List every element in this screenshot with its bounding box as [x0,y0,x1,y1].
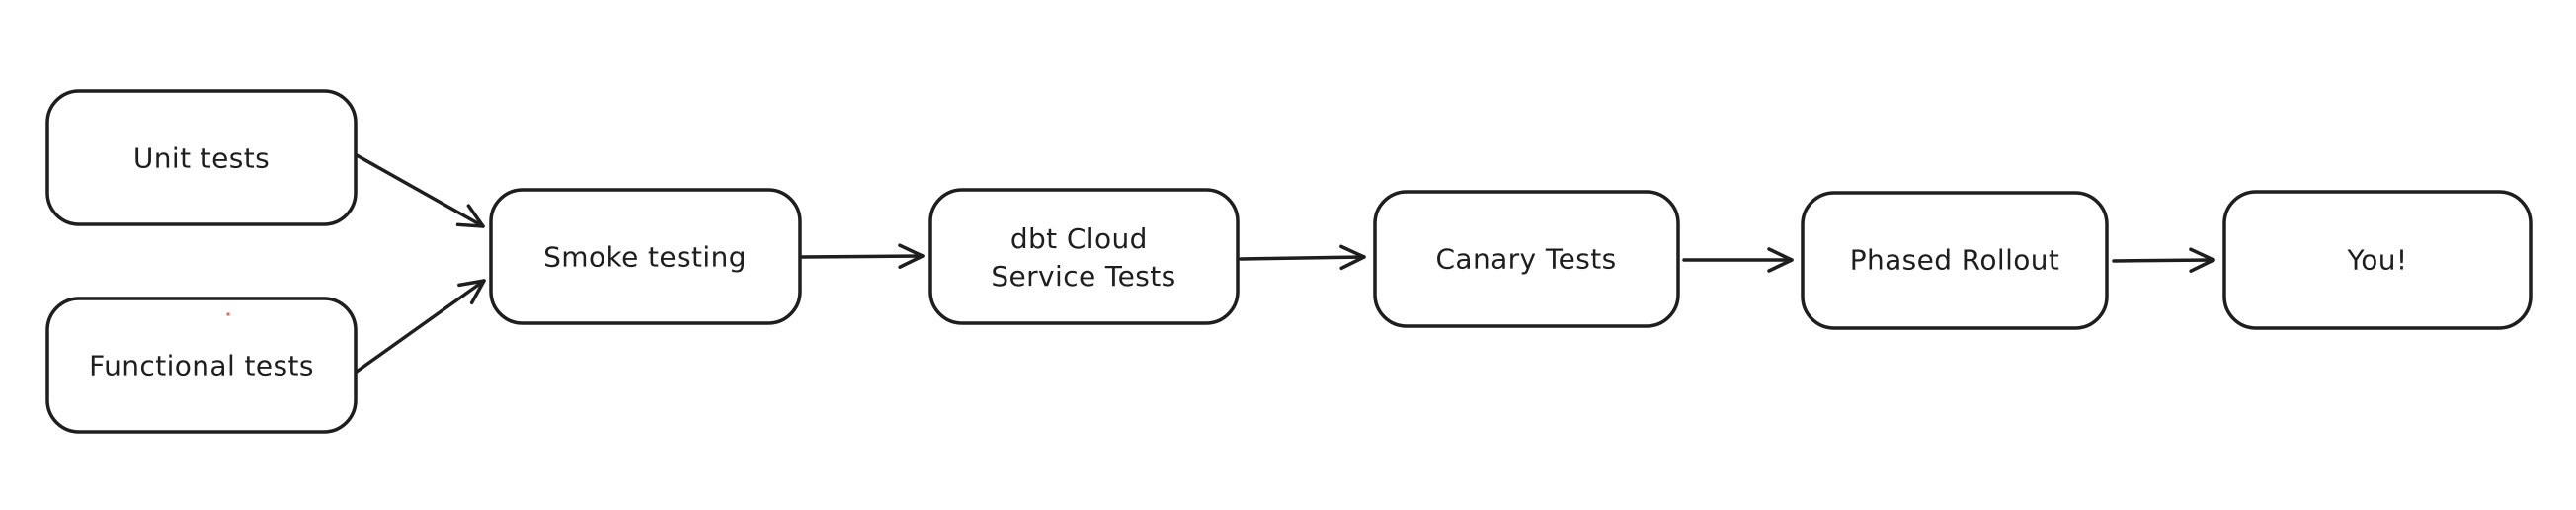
node-dbt-cloud-service-tests-label-line2: Service Tests [991,260,1175,293]
node-canary-tests: Canary Tests [1373,190,1680,328]
node-smoke-testing: Smoke testing [489,188,802,325]
node-functional-tests: Functional tests [45,297,358,434]
node-canary-tests-box [1373,190,1680,328]
node-you: You! [2222,190,2533,330]
edges-layer [355,153,2215,374]
node-you-label: You! [2346,244,2407,277]
node-dbt-cloud-service-tests-box [928,188,1240,325]
node-dbt-cloud-service-tests-label-line1: dbt Cloud [1010,222,1148,255]
node-dbt-cloud-service-tests: dbt Cloud Service Tests [928,188,1240,325]
node-you-box [2222,190,2533,330]
edge-phased-rollout-to-you [2112,247,2215,273]
node-canary-tests-label: Canary Tests [1435,243,1616,276]
node-phased-rollout-box [1801,191,2109,330]
node-phased-rollout-label: Phased Rollout [1850,244,2060,277]
node-smoke-testing-box [489,188,802,325]
node-phased-rollout: Phased Rollout [1801,191,2109,330]
node-functional-tests-box [45,297,358,434]
edge-functional-tests-to-smoke-testing [355,279,486,374]
red-dot-artifact [226,312,230,316]
nodes-layer: Unit tests Functional tests Smoke testin… [45,89,2533,434]
node-unit-tests-box [45,89,358,226]
edge-dbt-cloud-service-tests-to-canary-tests [1239,244,1366,271]
node-functional-tests-label: Functional tests [89,350,314,382]
node-dbt-cloud-service-tests-label: dbt Cloud Service Tests [991,222,1175,293]
node-unit-tests-label: Unit tests [133,142,270,175]
node-unit-tests: Unit tests [45,89,358,226]
node-smoke-testing-label: Smoke testing [543,241,747,274]
edge-smoke-testing-to-dbt-cloud-service-tests [800,243,925,269]
edge-unit-tests-to-smoke-testing [355,153,485,228]
